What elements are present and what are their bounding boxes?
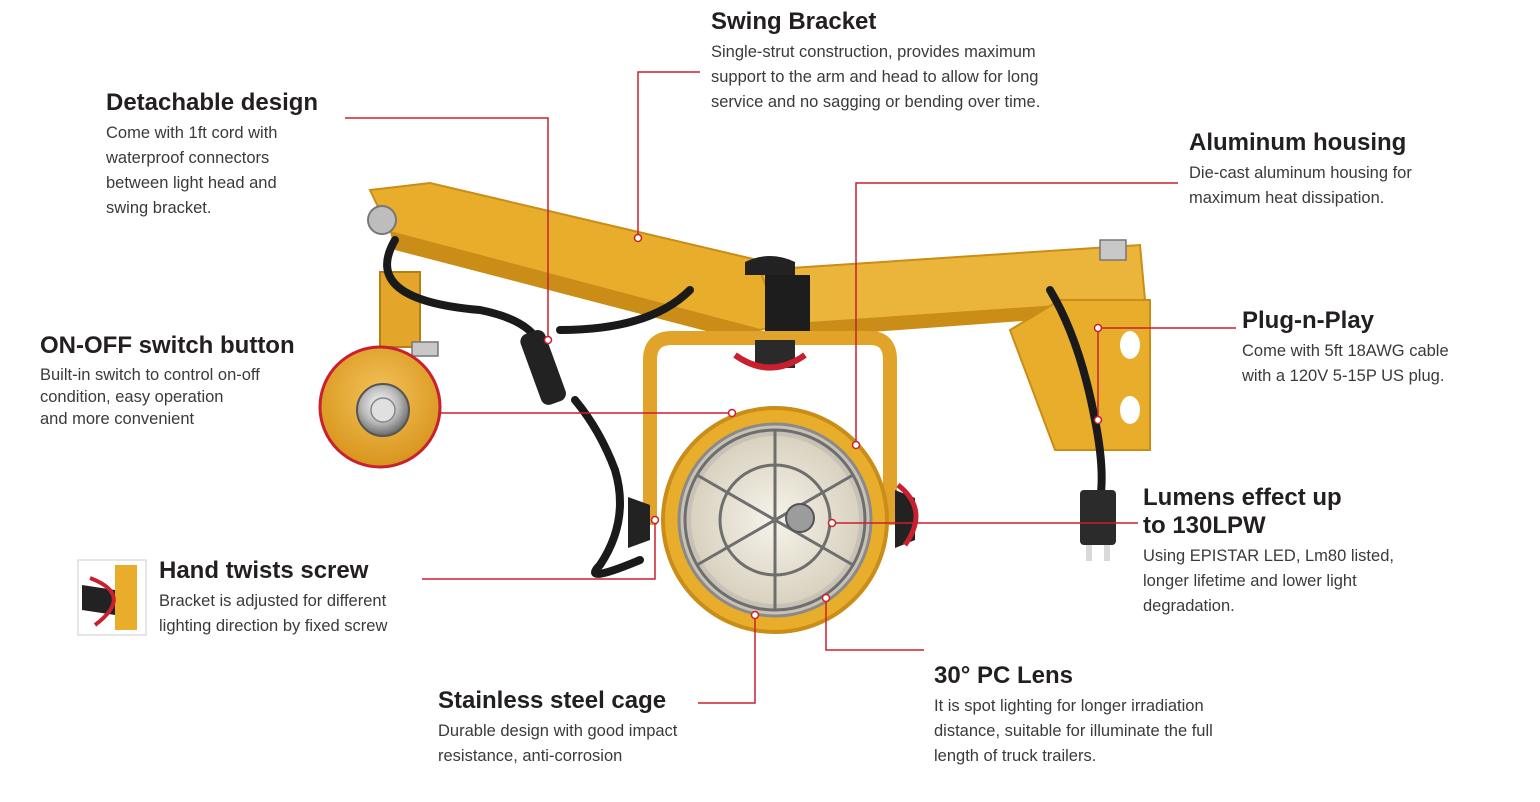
feature-desc: Come with 5ft 18AWG cable with a 120V 5-… — [1242, 342, 1449, 385]
feature-title: Lumens effect up to 130LPW — [1143, 484, 1342, 539]
feature-on-off-switch: ON-OFF switch button Built-in switch to … — [40, 332, 295, 430]
light-yoke — [643, 331, 897, 525]
feature-desc: Die-cast aluminum housing for maximum he… — [1189, 164, 1412, 207]
feature-desc: Single-strut construction, provides maxi… — [711, 43, 1041, 111]
feature-desc: Bracket is adjusted for different lighti… — [159, 592, 388, 635]
cables — [383, 236, 1106, 578]
feature-stainless-steel-cage: Stainless steel cage Durable design with… — [438, 687, 677, 769]
callout-dots — [543, 233, 1103, 620]
feature-title: Stainless steel cage — [438, 687, 667, 714]
feature-hand-twists-screw: Hand twists screw Bracket is adjusted fo… — [159, 557, 387, 639]
feature-aluminum-housing: Aluminum housing Die-cast aluminum housi… — [1189, 129, 1412, 211]
feature-pc-lens: 30° PC Lens It is spot lighting for long… — [934, 662, 1213, 769]
feature-desc: Using EPISTAR LED, Lm80 listed, longer l… — [1143, 547, 1394, 615]
feature-detachable-design: Detachable design Come with 1ft cord wit… — [106, 89, 318, 221]
feature-title: Aluminum housing — [1189, 129, 1407, 156]
feature-desc: Built-in switch to control on-off condit… — [40, 366, 260, 428]
callout-lines — [345, 71, 1236, 704]
feature-title: Hand twists screw — [159, 557, 369, 584]
us-plug — [1080, 490, 1116, 561]
screw-zoom-box — [77, 559, 147, 636]
feature-swing-bracket: Swing Bracket Single-strut construction,… — [711, 8, 1040, 115]
swing-bracket-arm — [367, 181, 1151, 451]
feature-title: Detachable design — [106, 89, 319, 116]
feature-title: Swing Bracket — [711, 8, 877, 35]
steel-cage — [683, 428, 867, 612]
feature-desc: Come with 1ft cord with waterproof conne… — [106, 124, 278, 217]
feature-plug-n-play: Plug-n-Play Come with 5ft 18AWG cable wi… — [1242, 307, 1449, 389]
feature-desc: It is spot lighting for longer irradiati… — [934, 697, 1213, 765]
switch-zoom-circle — [318, 345, 442, 469]
feature-title: ON-OFF switch button — [40, 332, 295, 359]
left-twist-knob — [628, 497, 650, 548]
feature-title: Plug-n-Play — [1242, 307, 1375, 334]
feature-desc: Durable design with good impact resistan… — [438, 722, 678, 765]
light-head — [628, 406, 919, 634]
feature-lumens: Lumens effect up to 130LPW Using EPISTAR… — [1143, 484, 1394, 619]
feature-title: 30° PC Lens — [934, 662, 1073, 689]
waterproof-connector — [520, 330, 566, 405]
